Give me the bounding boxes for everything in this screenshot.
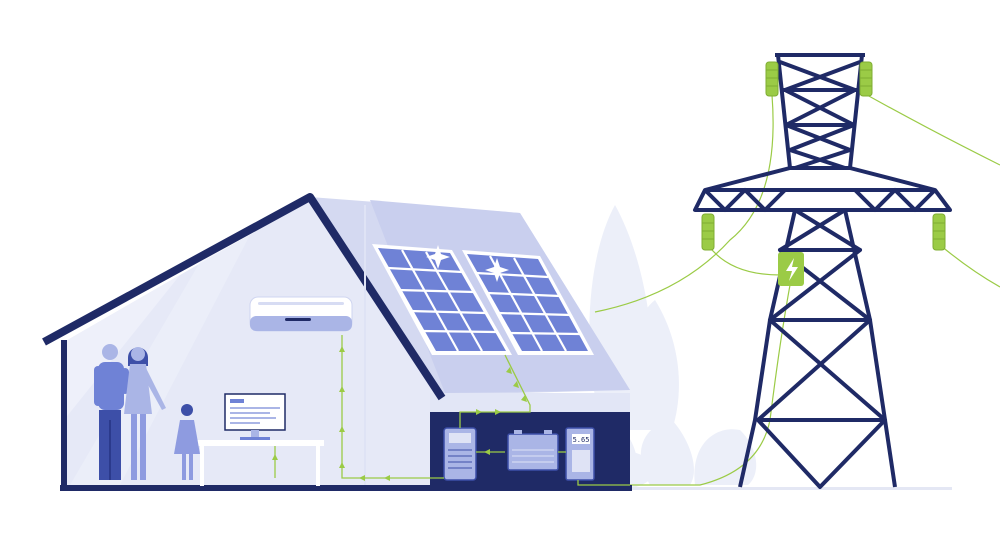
- battery: [507, 430, 559, 471]
- meter-reading: 5.65: [573, 436, 590, 444]
- power-transmission-tower: [693, 53, 952, 489]
- father-figure: [94, 344, 129, 480]
- insulator-arm-left: [701, 213, 715, 251]
- air-conditioner: [249, 296, 353, 332]
- solar-panels: [372, 244, 594, 355]
- solar-panel-right: [462, 250, 594, 355]
- insulator-top-right: [859, 61, 873, 97]
- desk: [196, 440, 324, 486]
- energy-flow-wiring: [274, 335, 630, 486]
- mother-figure: [124, 347, 166, 480]
- insulator-top-left: [765, 61, 779, 97]
- lightning-bolt-icon: [786, 258, 798, 281]
- family: [94, 344, 200, 480]
- electric-meter: 5.65: [565, 427, 595, 481]
- child-figure: [174, 404, 200, 480]
- solar-panel-left: [372, 244, 512, 355]
- high-voltage-sign: [778, 252, 804, 286]
- computer-monitor: [224, 393, 286, 440]
- insulator-arm-right: [932, 213, 946, 251]
- inverter: [443, 427, 477, 481]
- flow-arrows: [272, 346, 527, 481]
- insulators: [701, 61, 946, 251]
